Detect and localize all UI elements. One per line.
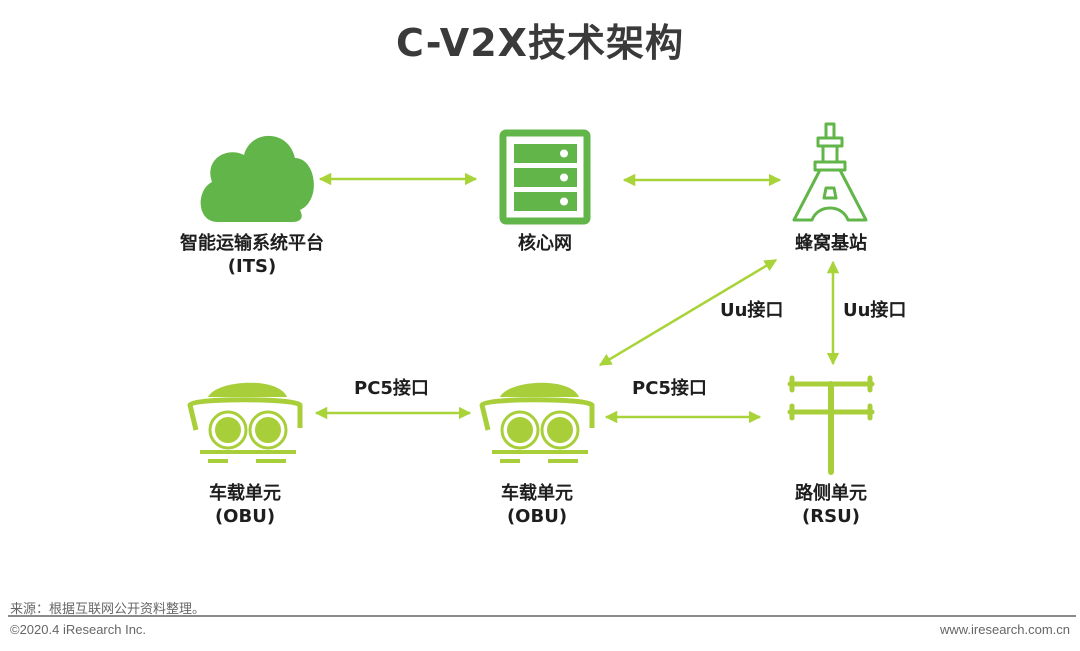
- rsu-abbr: (RSU): [802, 506, 860, 527]
- roadside-unit-icon: [787, 375, 875, 475]
- car-icon: [479, 382, 595, 463]
- obu1-name: 车载单元: [209, 483, 281, 504]
- diagram-title: C-V2X技术架构: [396, 21, 684, 65]
- node-label-rsu: 路侧单元 (RSU): [795, 482, 867, 528]
- cell-tower-icon: [792, 122, 868, 222]
- cloud-icon: [200, 135, 314, 222]
- arrow-obu2-cell: [598, 258, 778, 367]
- its-abbr: (ITS): [227, 256, 277, 277]
- copyright: ©2020.4 iResearch Inc.: [10, 622, 147, 637]
- its-name: 智能运输系统平台: [180, 233, 324, 254]
- obu2-name: 车载单元: [501, 483, 573, 504]
- obu2-abbr: (OBU): [506, 506, 568, 527]
- node-label-cell: 蜂窝基站: [795, 232, 867, 255]
- link-label-obu2-cell: Uu接口: [720, 300, 784, 321]
- car-icon: [187, 382, 303, 463]
- core-name: 核心网: [518, 233, 572, 254]
- node-label-obu2: 车载单元 (OBU): [501, 482, 573, 528]
- node-label-its: 智能运输系统平台 (ITS): [180, 232, 324, 278]
- cell-name: 蜂窝基站: [795, 233, 867, 254]
- node-label-obu1: 车载单元 (OBU): [209, 482, 281, 528]
- link-label-obu2-rsu: PC5接口: [632, 378, 707, 399]
- website-url: www.iresearch.com.cn: [939, 622, 1070, 637]
- node-label-core: 核心网: [518, 232, 572, 255]
- footer-divider: [8, 615, 1076, 617]
- link-label-rsu-cell: Uu接口: [843, 300, 907, 321]
- link-label-obu1-obu2: PC5接口: [354, 378, 429, 399]
- rsu-name: 路侧单元: [795, 483, 867, 504]
- obu1-abbr: (OBU): [214, 506, 276, 527]
- server-icon: [499, 129, 591, 225]
- source-note: 来源：根据互联网公开资料整理。: [10, 601, 206, 616]
